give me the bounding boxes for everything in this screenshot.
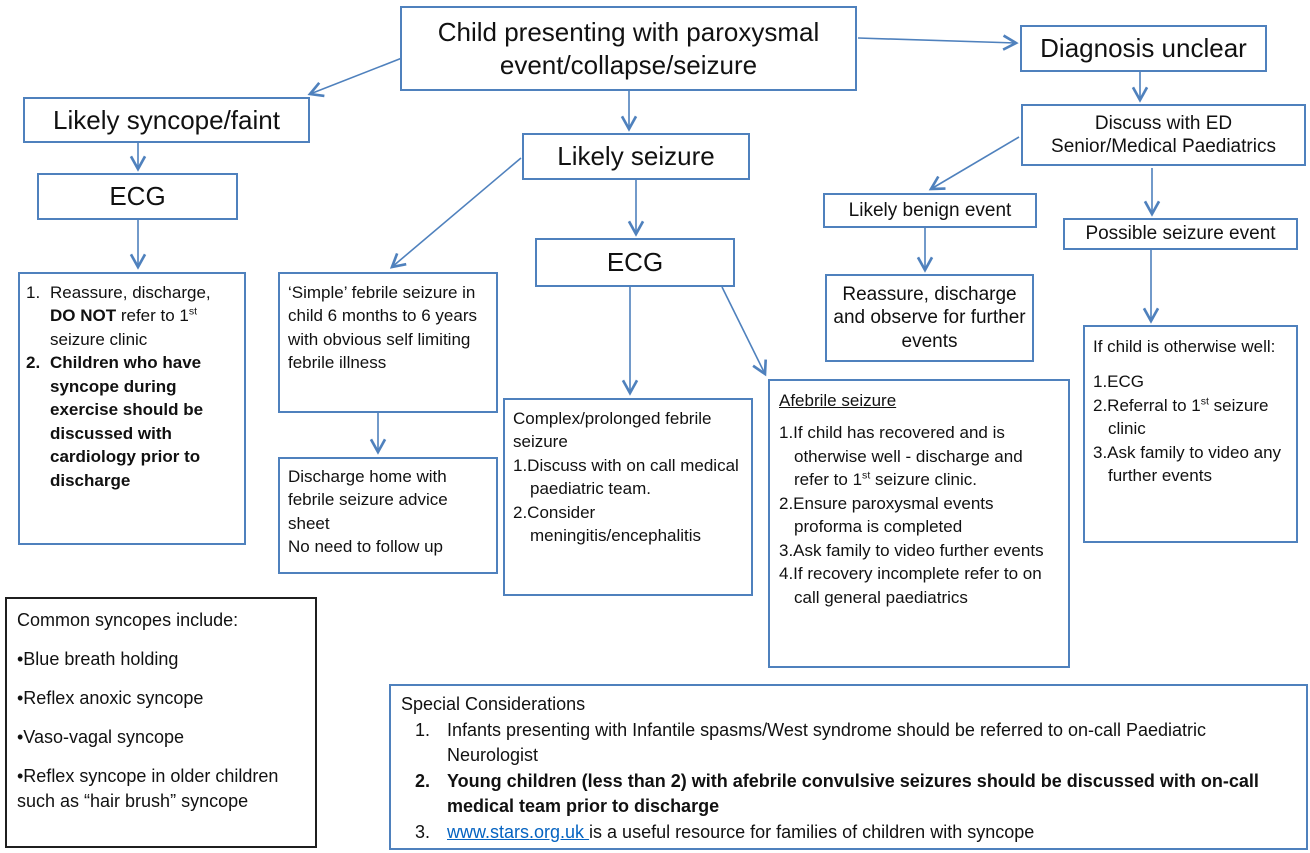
syncope-action-item-1-text: Reassure, discharge, DO NOT refer to 1st… [50,283,211,349]
node-otherwise-well-item-1: 1.ECG [1093,372,1145,392]
special-item-1-number: 1. [415,720,431,741]
node-discharge-home-line1: Discharge home with febrile seizure advi… [288,467,448,533]
node-discuss-ed-label: Discuss with ED Senior/Medical Paediatri… [1051,112,1276,157]
connector-ecg-mid-to-afebrile [721,286,768,377]
node-afebrile-seizure: Afebrile seizure 1.If child has recovere… [768,379,1070,668]
node-afebrile-item-2: 2.Ensure paroxysmal events proforma is c… [779,493,994,537]
connector-seizure-to-simple-febrile [389,157,522,269]
special-item-1-text: Infants presenting with Infantile spasms… [447,720,1207,766]
node-possible-seizure: Possible seizure event [1063,218,1298,250]
node-common-syncopes: Common syncopes include: •Blue breath ho… [5,597,317,848]
special-item-3-rest: is a useful resource for families of chi… [589,822,1035,843]
node-ecg-mid: ECG [535,238,735,287]
node-likely-benign: Likely benign event [823,193,1037,228]
syncope-action-item-2-number: 2. [26,353,41,373]
node-afebrile-item-1: 1.If child has recovered and is otherwis… [779,423,1023,490]
stars-website-link[interactable]: www.stars.org.uk [447,822,590,843]
node-otherwise-well-intro: If child is otherwise well: [1093,337,1276,356]
node-otherwise-well-item-2: 2.Referral to 1st seizure clinic [1093,395,1269,439]
node-ecg-left-label: ECG [109,181,166,212]
connector-top-to-likely-syncope [307,57,403,98]
node-likely-seizure: Likely seizure [522,133,750,180]
node-reassure-observe: Reassure, discharge and observe for furt… [825,274,1034,362]
special-item-3-number: 3. [415,822,431,843]
node-afebrile-item-3: 3.Ask family to video further events [779,540,1044,560]
node-diagnosis-unclear: Diagnosis unclear [1020,25,1267,72]
node-likely-syncope-label: Likely syncope/faint [53,104,280,135]
special-item-3: 3. www.stars.org.uk is a useful resource… [401,820,1296,845]
common-syncopes-bullet-3: •Vaso-vagal syncope [17,727,185,748]
special-item-2: 2. Young children (less than 2) with afe… [401,769,1296,819]
node-simple-febrile-text: ‘Simple’ febrile seizure in child 6 mont… [288,283,477,373]
special-considerations-title: Special Considerations [401,694,586,714]
node-child-presenting-label: Child presenting with paroxysmal event/c… [437,17,820,80]
connector-discuss-to-likely-benign [928,136,1020,191]
node-complex-febrile-item-1: 1.Discuss with on call medical paediatri… [513,455,739,499]
common-syncopes-bullet-2: •Reflex anoxic syncope [17,688,204,709]
common-syncopes-title: Common syncopes include: [17,610,239,630]
node-ecg-left: ECG [37,173,238,220]
node-likely-seizure-label: Likely seizure [557,141,715,172]
connector-top-to-diagnosis-unclear [857,34,1019,51]
syncope-action-item-1: 1. Reassure, discharge, DO NOT refer to … [26,281,238,351]
node-likely-benign-label: Likely benign event [848,199,1012,221]
node-otherwise-well: If child is otherwise well: 1.ECG 2.Refe… [1083,325,1298,543]
node-reassure-observe-label: Reassure, discharge and observe for furt… [833,284,1026,352]
node-discuss-ed: Discuss with ED Senior/Medical Paediatri… [1021,104,1306,166]
node-otherwise-well-item-3: 3.Ask family to video any further events [1093,442,1282,486]
common-syncopes-bullet-1: •Blue breath holding [17,649,179,670]
syncope-action-item-2: 2. Children who have syncope during exer… [26,351,238,492]
node-syncope-actions: 1. Reassure, discharge, DO NOT refer to … [18,272,246,545]
node-discharge-home-line2: No need to follow up [288,537,443,557]
syncope-action-item-2-text: Children who have syncope during exercis… [50,353,204,490]
node-special-considerations: Special Considerations 1. Infants presen… [389,684,1308,850]
node-complex-febrile-item-2: 2.Consider meningitis/encephalitis [513,502,702,546]
node-complex-febrile: Complex/prolonged febrile seizure 1.Disc… [503,398,753,596]
special-item-2-text: Young children (less than 2) with afebri… [447,771,1259,817]
node-diagnosis-unclear-label: Diagnosis unclear [1040,33,1247,64]
special-item-2-number: 2. [415,771,431,792]
node-afebrile-item-4: 4.If recovery incomplete refer to on cal… [779,564,1042,607]
common-syncopes-bullet-4: •Reflex syncope in older children such a… [17,766,279,812]
node-child-presenting: Child presenting with paroxysmal event/c… [400,6,857,91]
node-possible-seizure-label: Possible seizure event [1085,223,1276,245]
node-simple-febrile: ‘Simple’ febrile seizure in child 6 mont… [278,272,498,413]
node-complex-febrile-title: Complex/prolonged febrile seizure [513,409,712,452]
node-likely-syncope: Likely syncope/faint [23,97,310,143]
node-ecg-mid-label: ECG [606,247,664,278]
node-afebrile-title: Afebrile seizure [779,391,897,410]
special-item-3-text: www.stars.org.uk is a useful resource fo… [447,820,1269,845]
special-item-1: 1. Infants presenting with Infantile spa… [401,718,1296,768]
node-discharge-home: Discharge home with febrile seizure advi… [278,457,498,574]
syncope-action-item-1-number: 1. [26,283,41,302]
